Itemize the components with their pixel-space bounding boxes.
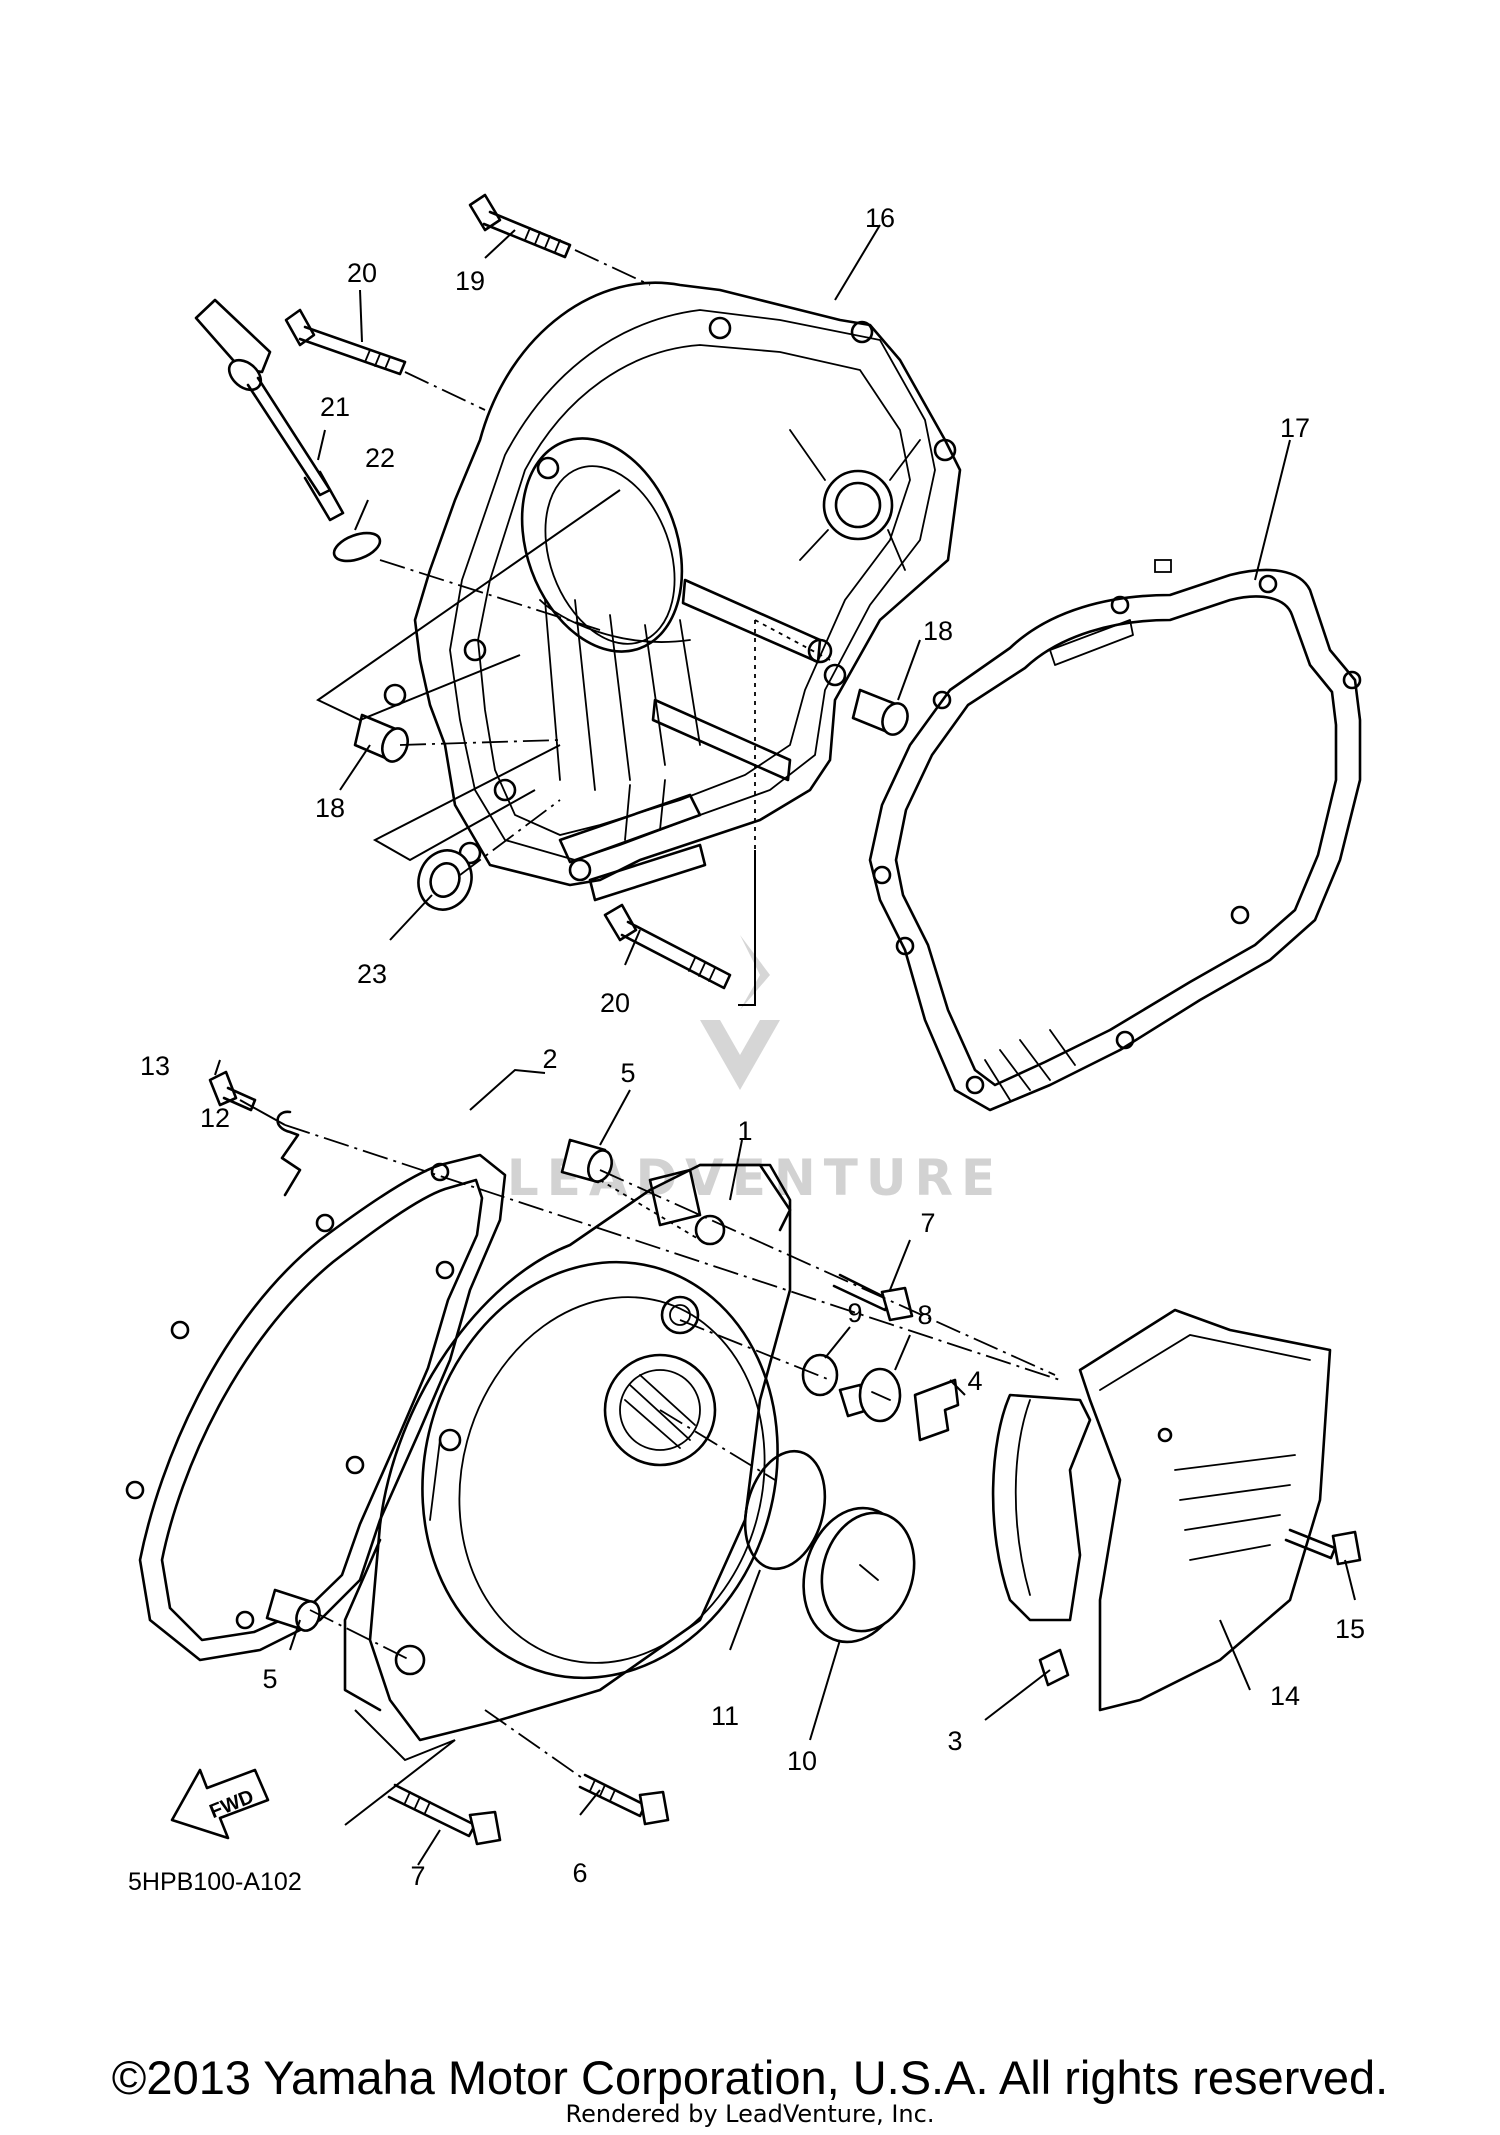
o-ring-9 bbox=[801, 1353, 839, 1397]
callout-19: 19 bbox=[455, 266, 485, 296]
callout-6: 6 bbox=[572, 1858, 587, 1888]
callout-2: 2 bbox=[542, 1044, 557, 1074]
clamp-4 bbox=[913, 1378, 960, 1442]
callout-22: 22 bbox=[365, 443, 395, 473]
crankcase-cover-16 bbox=[383, 281, 962, 902]
dipstick-21 bbox=[194, 298, 345, 522]
callout-3: 3 bbox=[947, 1726, 962, 1756]
gasket-17 bbox=[868, 559, 1362, 1112]
callout-21: 21 bbox=[320, 392, 350, 422]
callout-7-upper: 7 bbox=[920, 1208, 935, 1238]
dowel-5-lower bbox=[265, 1588, 321, 1632]
diagram-code: 5HPB100-A102 bbox=[128, 1868, 302, 1896]
dowel-18-left bbox=[353, 713, 409, 763]
bolt-7-lower bbox=[387, 1783, 502, 1846]
gasket-2 bbox=[125, 1153, 507, 1662]
copyright-notice: ©2013 Yamaha Motor Corporation, U.S.A. A… bbox=[111, 2051, 1389, 2104]
o-ring-22 bbox=[332, 531, 382, 563]
cap-10 bbox=[802, 1506, 916, 1644]
callout-5-lower: 5 bbox=[262, 1664, 277, 1694]
callout-13: 13 bbox=[140, 1051, 170, 1081]
fwd-arrow: FWD bbox=[170, 1768, 270, 1840]
callout-10: 10 bbox=[787, 1746, 817, 1776]
bolt-6 bbox=[578, 1773, 670, 1826]
dowel-5-upper bbox=[560, 1138, 613, 1184]
bolt-20-upper bbox=[284, 308, 407, 376]
bolt-7-upper bbox=[832, 1273, 914, 1322]
callout-5-upper: 5 bbox=[620, 1058, 635, 1088]
callout-18-left: 18 bbox=[315, 793, 345, 823]
bolt-20-lower bbox=[603, 903, 732, 990]
callout-18-right: 18 bbox=[923, 616, 953, 646]
callout-17: 17 bbox=[1280, 413, 1310, 443]
plug-8 bbox=[838, 1367, 902, 1423]
callout-11: 11 bbox=[711, 1701, 739, 1731]
dowel-18-right bbox=[851, 688, 909, 736]
callout-8: 8 bbox=[917, 1300, 932, 1330]
fwd-label: FWD bbox=[207, 1786, 257, 1823]
part-callouts: 1 2 3 4 5 5 6 7 7 8 9 10 11 12 13 14 15 … bbox=[140, 203, 1365, 1891]
callout-9: 9 bbox=[847, 1298, 862, 1328]
crankcase-cover-1 bbox=[343, 1163, 792, 1742]
clip-12 bbox=[276, 1110, 302, 1197]
callout-16: 16 bbox=[865, 203, 895, 233]
leader-lines bbox=[284, 249, 1061, 1826]
callout-1: 1 bbox=[737, 1116, 752, 1146]
screw-13 bbox=[208, 1070, 257, 1112]
bolt-19 bbox=[468, 193, 572, 259]
callout-4: 4 bbox=[967, 1366, 982, 1396]
callout-20-lower: 20 bbox=[600, 988, 630, 1018]
callout-leaders bbox=[214, 224, 1356, 1866]
callout-20-upper: 20 bbox=[347, 258, 377, 288]
callout-14: 14 bbox=[1270, 1681, 1300, 1711]
callout-12: 12 bbox=[200, 1103, 230, 1133]
callout-23: 23 bbox=[357, 959, 387, 989]
rendered-by-text: Rendered by LeadVenture, Inc. bbox=[565, 2100, 935, 2128]
guide-3 bbox=[991, 1393, 1092, 1687]
callout-7-lower: 7 bbox=[410, 1861, 425, 1891]
o-ring-11 bbox=[743, 1449, 827, 1571]
callout-15: 15 bbox=[1335, 1614, 1365, 1644]
bolt-15 bbox=[1284, 1528, 1362, 1566]
cover-14 bbox=[1078, 1308, 1332, 1712]
